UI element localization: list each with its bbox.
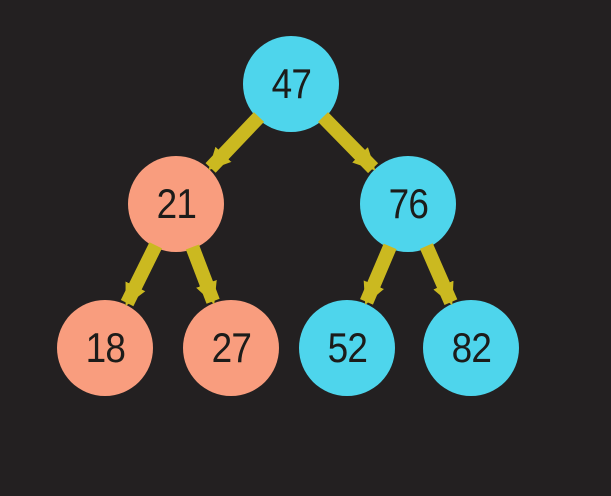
node-value: 47 (271, 60, 311, 107)
edge-21-27-arrow (185, 244, 220, 305)
node-value: 21 (156, 180, 196, 227)
tree-node-27: 27 (183, 300, 279, 396)
node-value: 18 (85, 324, 125, 371)
node-value: 52 (327, 324, 367, 371)
tree-node-82: 82 (423, 300, 519, 396)
edge-76-82-arrow (419, 243, 458, 306)
node-value: 76 (388, 180, 428, 227)
tree-node-52: 52 (299, 300, 395, 396)
tree-node-18: 18 (57, 300, 153, 396)
edge-47-21-arrow (205, 112, 265, 173)
edge-21-18-arrow (120, 242, 162, 307)
tree-node-47: 47 (243, 36, 339, 132)
node-value: 82 (451, 324, 491, 371)
node-value: 27 (211, 324, 251, 371)
edge-76-52-arrow (360, 243, 397, 305)
tree-node-76: 76 (360, 156, 456, 252)
edge-47-76-arrow (317, 112, 379, 174)
tree-node-21: 21 (128, 156, 224, 252)
